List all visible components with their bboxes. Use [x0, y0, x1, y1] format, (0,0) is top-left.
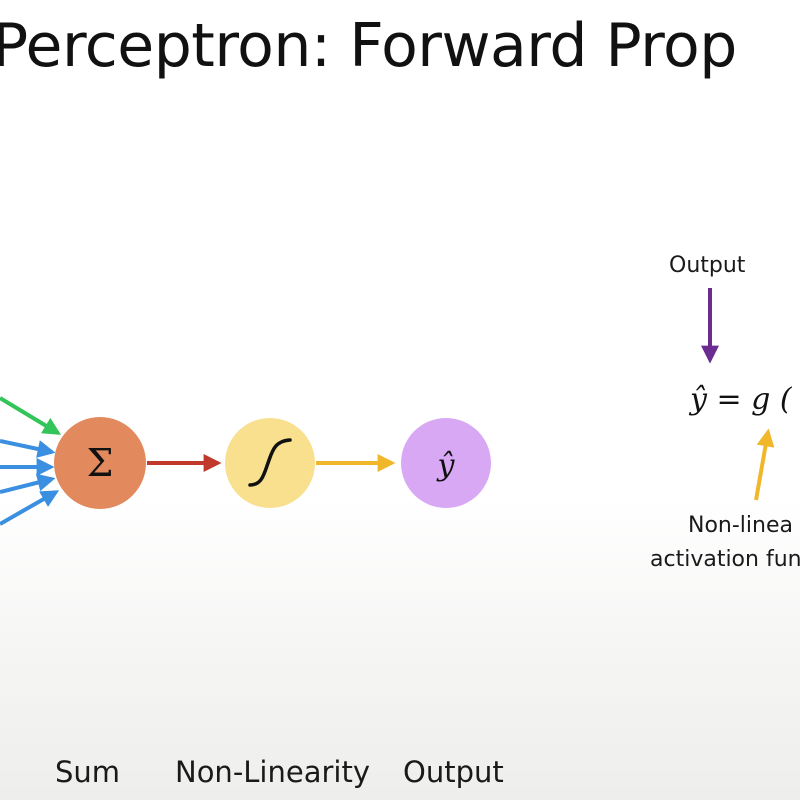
activation-label-line2: activation fun: [650, 547, 800, 572]
nonlinearity-label: Non-Linearity: [175, 755, 370, 789]
nonlinearity-node: [225, 418, 315, 508]
sum-symbol: Σ: [87, 441, 114, 485]
sigmoid-icon: [248, 438, 292, 487]
activation-pointer-arrow: [754, 428, 775, 501]
input-arrow-1: [0, 396, 62, 435]
sum-node: [54, 417, 146, 509]
equation-output-label: Output: [669, 253, 746, 278]
equation: ŷ = g (: [690, 382, 792, 417]
slide-title: Perceptron: Forward Prop: [0, 11, 737, 81]
output-node: [401, 418, 491, 508]
input-arrow-4: [0, 473, 56, 494]
output-label: Output: [403, 755, 504, 789]
sum-label: Sum: [55, 755, 121, 789]
output-symbol: ŷ: [436, 448, 456, 483]
activation-label-line1: Non-linea: [688, 513, 793, 538]
input-arrow-5: [0, 490, 60, 526]
input-arrow-2: [0, 439, 56, 458]
